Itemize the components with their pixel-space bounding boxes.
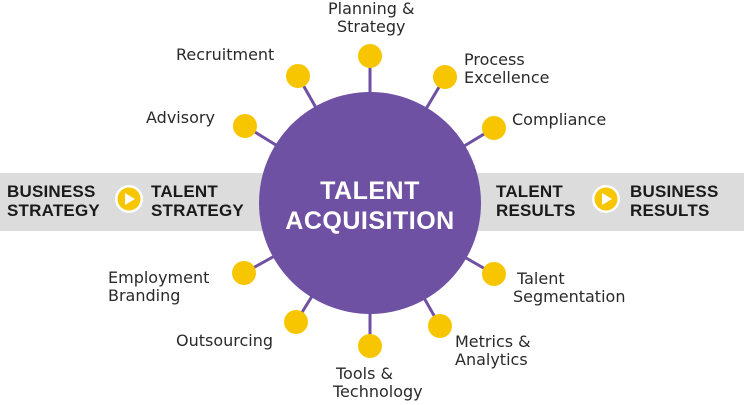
spoke-label-branding: Employment Branding xyxy=(108,269,209,305)
band-business-strategy-line2: STRATEGY xyxy=(7,201,100,220)
spoke-dot-compliance xyxy=(482,116,506,140)
spoke-dot-branding xyxy=(232,261,256,285)
spoke-label-process: Process Excellence xyxy=(464,51,549,87)
spoke-label-segmentation: Talent Segmentation xyxy=(513,270,625,306)
spoke-label-line: Segmentation xyxy=(513,287,626,306)
spoke-label-recruitment: Recruitment xyxy=(176,46,274,64)
spoke-label-line: Outsourcing xyxy=(176,331,274,350)
spoke-dot-advisory xyxy=(233,114,257,138)
center-title: TALENT ACQUISITION xyxy=(250,176,490,236)
band-talent-results: TALENT RESULTS xyxy=(496,182,575,220)
spoke-dot-metrics xyxy=(428,314,452,338)
spoke-dot-tools xyxy=(358,334,382,358)
spoke-label-line: Compliance xyxy=(512,110,607,129)
band-talent-results-line1: TALENT xyxy=(496,182,563,201)
spoke-label-compliance: Compliance xyxy=(512,111,606,129)
play-arrow-icon xyxy=(115,185,143,213)
band-business-results-line1: BUSINESS xyxy=(630,182,719,201)
spoke-dot-planning xyxy=(358,44,382,68)
center-title-line2: ACQUISITION xyxy=(285,207,455,235)
spoke-label-line: Employment xyxy=(108,268,210,287)
center-circle xyxy=(259,92,481,314)
band-talent-strategy-line2: STRATEGY xyxy=(151,201,244,220)
spoke-dot-segmentation xyxy=(482,262,506,286)
spoke-label-line: Process xyxy=(464,50,525,69)
spoke-label-line: Planning & xyxy=(328,0,415,18)
spoke-label-line: Strategy xyxy=(336,17,406,36)
spoke-label-line: Technology xyxy=(333,382,423,401)
spoke-label-metrics: Metrics & Analytics xyxy=(455,333,531,369)
spoke-dot-process xyxy=(433,65,457,89)
spoke-label-advisory: Advisory xyxy=(146,109,215,127)
spoke-dot-outsourcing xyxy=(284,310,308,334)
center-title-line1: TALENT xyxy=(320,177,420,205)
spoke-label-line: Excellence xyxy=(464,68,550,87)
spoke-label-line: Advisory xyxy=(146,108,215,127)
spoke-label-line: Analytics xyxy=(455,350,528,369)
band-talent-strategy-line1: TALENT xyxy=(151,182,218,201)
band-business-strategy-line1: BUSINESS xyxy=(7,182,96,201)
spoke-label-planning: Planning & Strategy xyxy=(328,0,414,36)
band-talent-results-line2: RESULTS xyxy=(496,201,576,220)
spoke-label-line: Tools & xyxy=(336,364,393,383)
band-talent-strategy: TALENT STRATEGY xyxy=(151,182,244,220)
band-business-strategy: BUSINESS STRATEGY xyxy=(7,182,100,220)
band-business-results-line2: RESULTS xyxy=(630,201,710,220)
band-business-results: BUSINESS RESULTS xyxy=(630,182,719,220)
spoke-label-line: Branding xyxy=(108,286,181,305)
spoke-label-tools: Tools & Technology xyxy=(333,365,423,401)
spoke-label-line: Metrics & xyxy=(455,332,531,351)
play-arrow-icon xyxy=(592,185,620,213)
spoke-dot-recruitment xyxy=(286,64,310,88)
spoke-label-line: Talent xyxy=(517,269,565,288)
spoke-label-outsourcing: Outsourcing xyxy=(176,332,273,350)
spoke-label-line: Recruitment xyxy=(176,45,275,64)
